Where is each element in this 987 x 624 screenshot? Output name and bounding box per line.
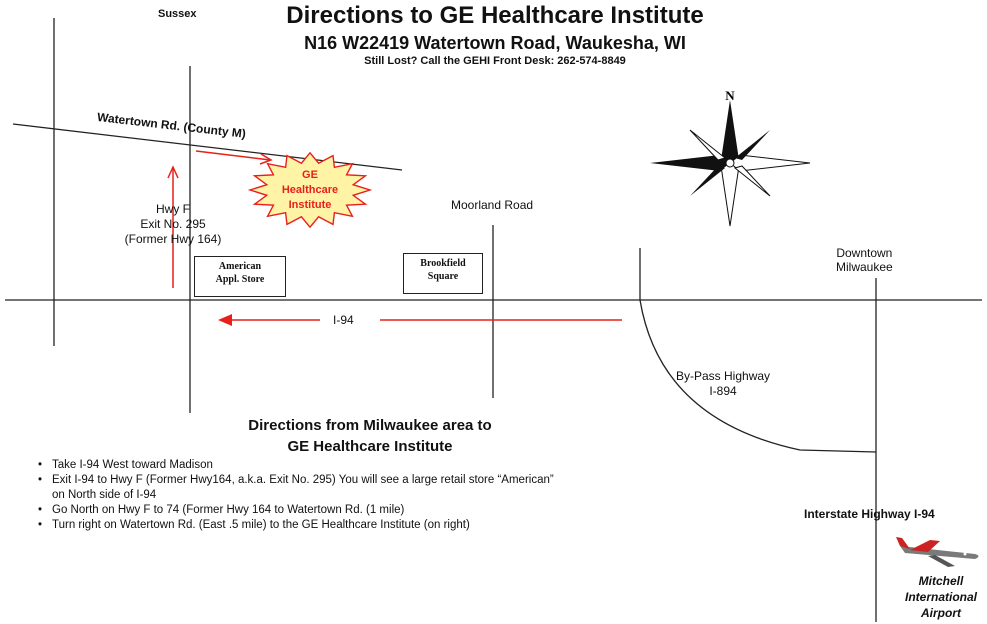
label-downtown-milwaukee: Downtown Milwaukee: [836, 246, 893, 274]
directions-list: Take I-94 West toward Madison Exit I-94 …: [38, 458, 554, 533]
direction-step-continued: on North side of I-94: [52, 489, 157, 501]
direction-step: Take I-94 West toward Madison: [38, 458, 554, 473]
compass-rose-icon: N: [650, 88, 811, 227]
address: N16 W22419 Watertown Road, Waukesha, WI: [304, 33, 686, 53]
label-i94: I-94: [333, 313, 354, 327]
road-watertown: [12, 123, 403, 171]
direction-step: Go North on Hwy F to 74 (Former Hwy 164 …: [38, 503, 554, 518]
label-bypass-i894: By-Pass Highway I-894: [676, 369, 771, 398]
label-hwy-f: Hwy F Exit No. 295 (Former Hwy 164): [124, 202, 222, 246]
directions-heading: Directions from Milwaukee area to GE Hea…: [248, 417, 492, 455]
direction-step: Turn right on Watertown Rd. (East .5 mil…: [38, 518, 554, 533]
road-bypass-i894: [639, 248, 877, 453]
burst-line-3: Institute: [289, 199, 332, 211]
phone-note: Still Lost? Call the GEHI Front Desk: 26…: [364, 55, 626, 67]
compass-n-label: N: [725, 88, 735, 103]
airplane-icon: [896, 537, 979, 567]
label-sussex: Sussex: [158, 8, 197, 20]
direction-step: Exit I-94 to Hwy F (Former Hwy164, a.k.a…: [38, 473, 554, 488]
label-interstate-i94: Interstate Highway I-94: [804, 507, 935, 521]
american-appliance-store-box: American Appl. Store: [194, 256, 286, 297]
route-arrow-watertown: [195, 150, 271, 161]
label-mitchell-airport: Mitchell International Airport: [904, 574, 977, 620]
burst-line-2: Healthcare: [282, 184, 338, 196]
page-title: Directions to GE Healthcare Institute: [286, 2, 704, 29]
burst-line-1: GE: [302, 169, 318, 181]
label-moorland-road: Moorland Road: [451, 198, 534, 212]
ge-healthcare-institute-burst: GE Healthcare Institute: [247, 151, 373, 229]
brookfield-square-box: Brookfield Square: [403, 253, 483, 294]
